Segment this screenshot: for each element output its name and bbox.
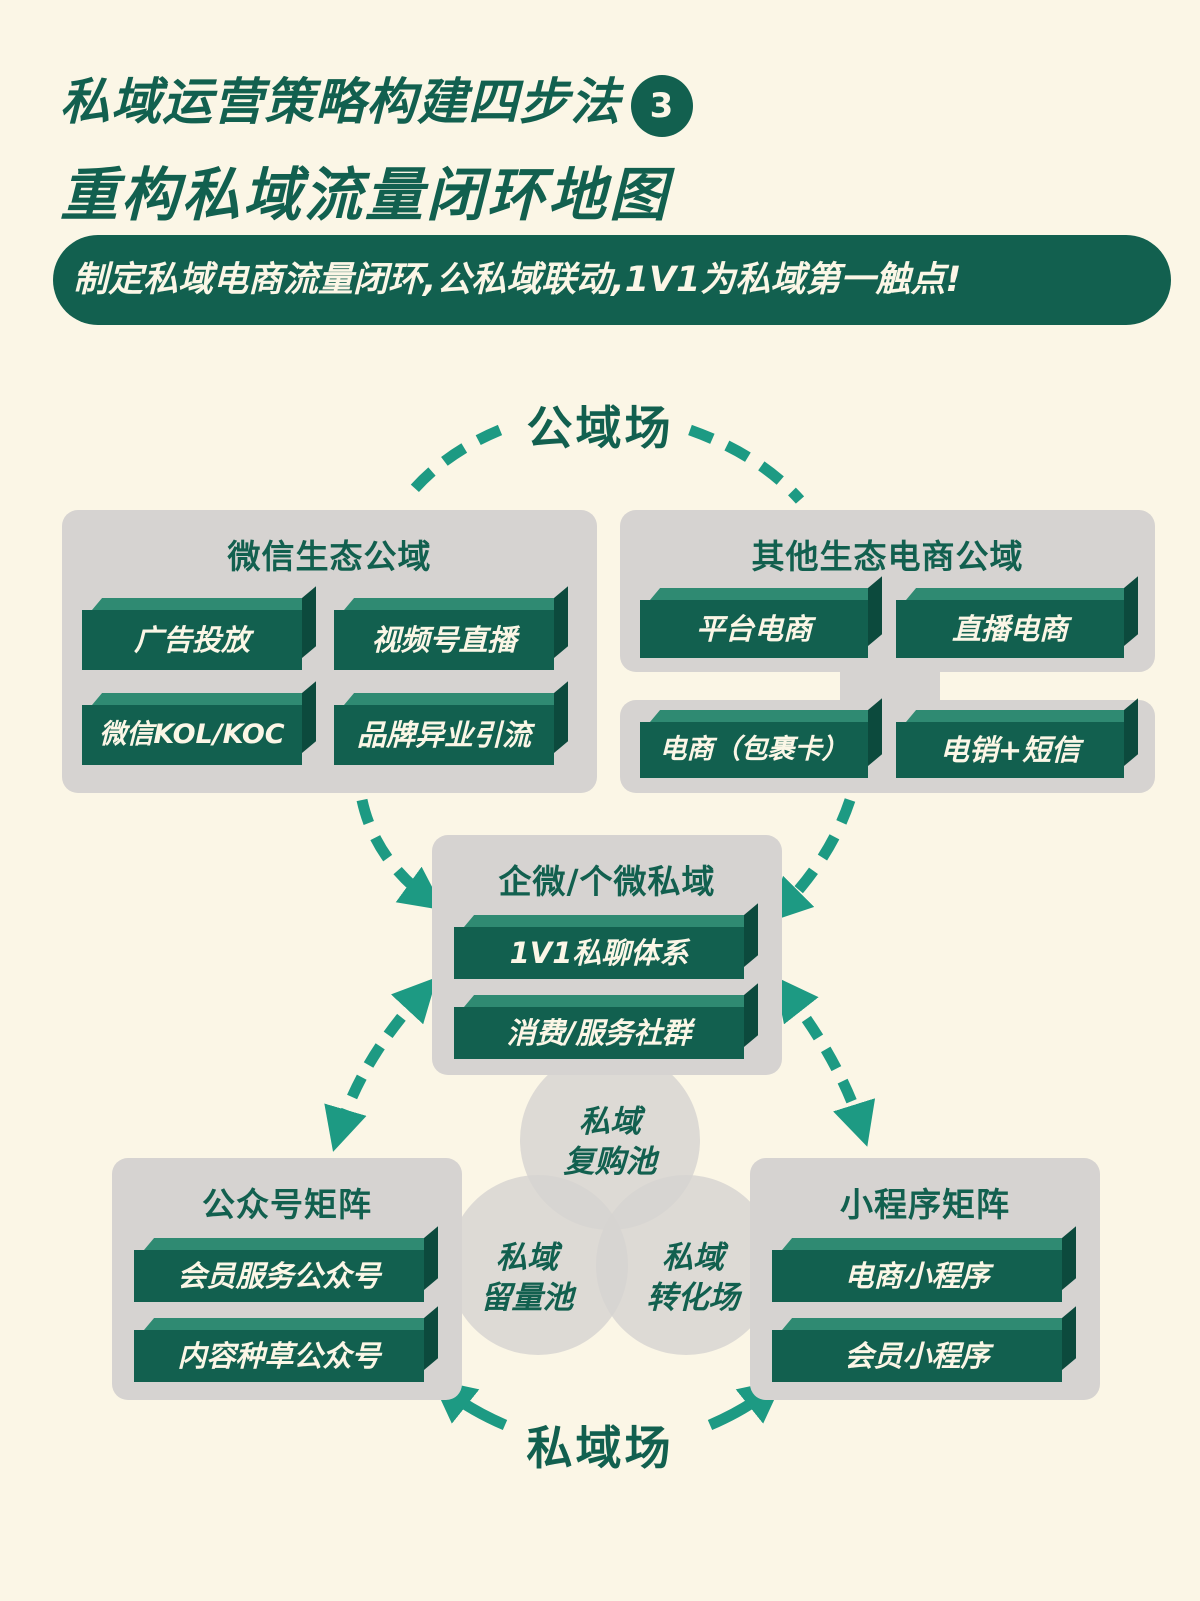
panel-title: 其他生态电商公域 [751,537,1024,576]
arrow-hub-mini [774,976,876,1147]
public-arc-left [400,424,503,504]
panel-mini-programs: 小程序矩阵 电商小程序 会员小程序 [750,1158,1100,1400]
pool-line: 复购池 [563,1144,657,1180]
pool-line: 留量池 [480,1280,574,1316]
page-subtitle: 重构私域流量闭环地图 [60,161,671,229]
private-field-label: 私域场 [526,1421,674,1475]
title-line1: 私域运营策略构建四步法 [60,73,621,131]
step-number-badge: 3 [631,74,693,137]
arrow-other-to-private [767,798,856,923]
slogan-text: 制定私域电商流量闭环,公私域联动,1V1为私域第一触点! [73,260,962,300]
tag-telesales-sms: 电销+短信 [896,722,1124,778]
panel-title: 公众号矩阵 [202,1185,372,1224]
retention-pool-label: 私域 留量池 [462,1238,592,1318]
pool-line: 私域 [662,1240,724,1276]
panel-official-accounts: 公众号矩阵 会员服务公众号 内容种草公众号 [112,1158,462,1400]
public-field-label: 公域场 [526,401,674,455]
tag-ecommerce-mini: 电商小程序 [772,1250,1062,1302]
panel-wechat-public: 微信生态公域 广告投放 视频号直播 微信KOL/KOC 品牌异业引流 [62,510,597,793]
tag-kol-koc: 微信KOL/KOC [82,705,302,765]
tag-community: 消费/服务社群 [454,1007,744,1059]
repurchase-pool-label: 私域 复购池 [540,1102,680,1182]
tag-channels-live: 视频号直播 [334,610,554,670]
panel-wecom-private: 企微/个微私域 1V1私聊体系 消费/服务社群 [432,835,782,1075]
pool-line: 转化场 [646,1280,740,1316]
pool-line: 私域 [579,1104,641,1140]
tag-member-account: 会员服务公众号 [134,1250,424,1302]
panel-title: 小程序矩阵 [840,1185,1010,1224]
tag-content-account: 内容种草公众号 [134,1330,424,1382]
tag-ad-placement: 广告投放 [82,610,302,670]
conversion-pool-label: 私域 转化场 [628,1238,758,1318]
arrow-hub-official [324,977,437,1152]
panel-connector [840,660,940,705]
tag-live-ecommerce: 直播电商 [896,600,1124,658]
public-arc-right [688,424,805,504]
panel-other-public: 其他生态电商公域 平台电商 直播电商 [620,510,1155,672]
arrow-wechat-to-private [356,798,445,911]
tag-brand-crossover: 品牌异业引流 [334,705,554,765]
tag-platform-ecommerce: 平台电商 [640,600,868,658]
panel-other-public-lower: 电商（包裹卡） 电销+短信 [620,700,1155,793]
pool-line: 私域 [496,1240,558,1276]
tag-member-mini: 会员小程序 [772,1330,1062,1382]
tag-1v1-chat: 1V1私聊体系 [454,927,744,979]
panel-title: 企微/个微私域 [498,862,716,901]
tag-package-card: 电商（包裹卡） [640,722,868,778]
circle-conversion-pool [596,1175,776,1355]
panel-title: 微信生态公域 [227,537,432,576]
slogan-banner: 制定私域电商流量闭环,公私域联动,1V1为私域第一触点! [53,235,1171,325]
